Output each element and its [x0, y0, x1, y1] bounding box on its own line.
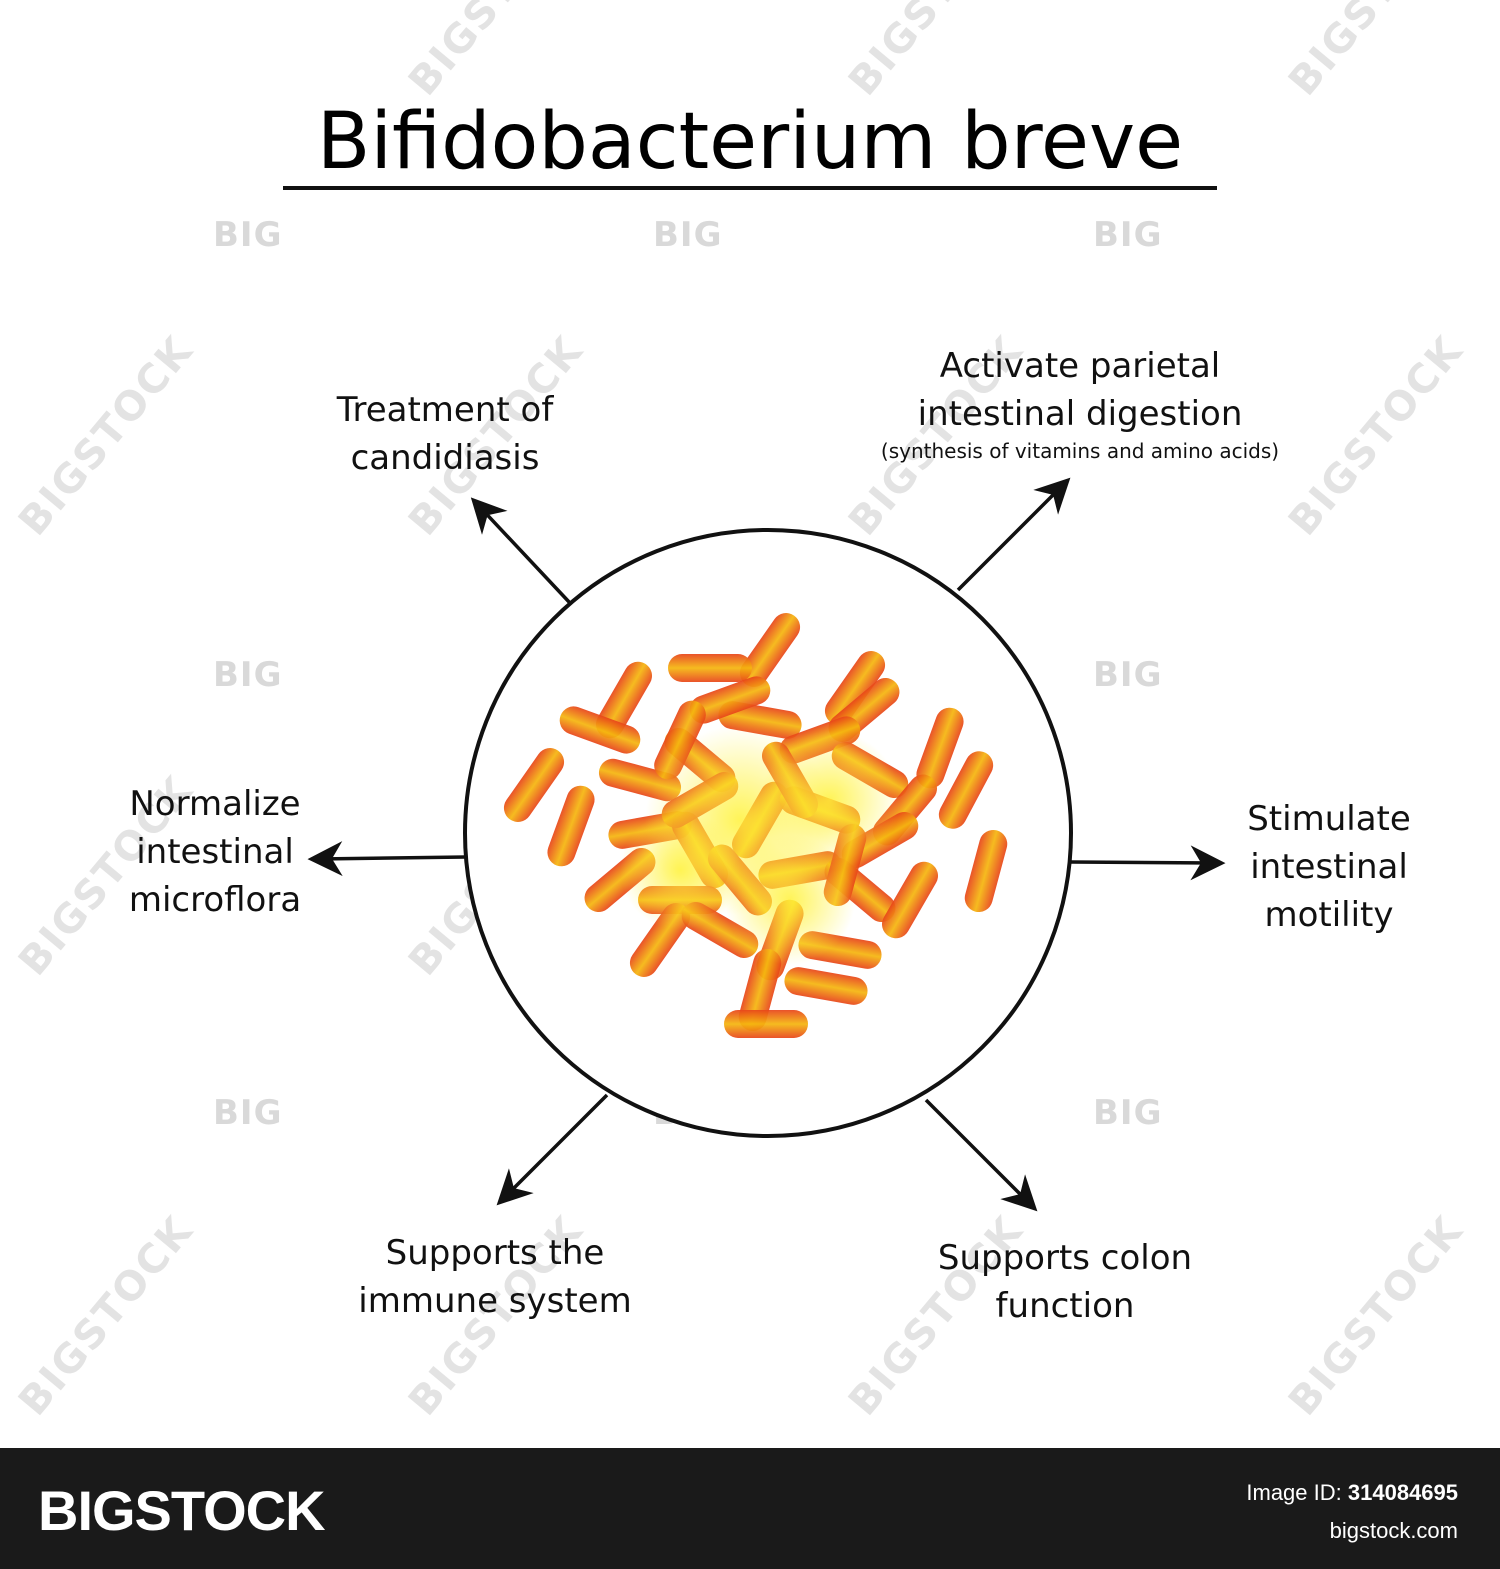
label-immune: Supports the immune system [340, 1229, 650, 1325]
bacterium-rod [503, 748, 565, 822]
image-id-label: Image ID: [1246, 1480, 1342, 1505]
bacterium-rod [739, 613, 801, 687]
bacterium-rod [724, 1010, 808, 1038]
label-line: function [995, 1286, 1135, 1326]
label-line: intestinal [1250, 847, 1408, 887]
watermark-big: BIG [1093, 655, 1163, 695]
arrows-group [307, 477, 1226, 1212]
label-line: Supports the [385, 1233, 605, 1273]
bacterium-rod [689, 676, 771, 724]
label-line: Supports colon [937, 1238, 1193, 1278]
label-line: Activate parietal [939, 346, 1221, 386]
arrow-colon [924, 1098, 1038, 1212]
watermark-big: BIG [1093, 215, 1163, 255]
bacteria-glow [760, 730, 900, 870]
label-line: immune system [358, 1281, 632, 1321]
bacterium-rod [824, 651, 886, 725]
label-line: Normalize [129, 784, 301, 824]
arrow-immune [496, 1093, 609, 1206]
image-id: Image ID: 314084695 [1246, 1480, 1458, 1506]
watermark-big: BIG [213, 655, 283, 695]
label-line: intestinal digestion [917, 394, 1243, 434]
label-line: microflora [128, 880, 302, 920]
title-underline [283, 186, 1217, 190]
bigstock-logo[interactable]: BIGSTOCK [38, 1479, 326, 1542]
label-candidiasis: Treatment of candidiasis [300, 386, 590, 482]
bacterium-rod [964, 829, 1008, 913]
watermark-big: BIG [213, 215, 283, 255]
bacteria-cluster [503, 613, 1008, 1038]
label-motility: Stimulate intestinal motility [1224, 795, 1434, 939]
watermark-big: BIG [213, 1093, 283, 1133]
diagram-canvas [307, 477, 1226, 1212]
label-line: Stimulate [1247, 799, 1411, 839]
bacterium-rod [784, 967, 868, 1005]
label-line: candidiasis [350, 438, 540, 478]
bacterium-rod [938, 751, 994, 829]
watermark-big: BIG [1093, 1093, 1163, 1133]
bacterium-rod [916, 707, 964, 789]
label-microflora: Normalize intestinal microflora [110, 780, 320, 924]
arrow-microflora [307, 841, 467, 877]
bacterium-rod [547, 785, 595, 867]
arrow-candidiasis [470, 497, 572, 605]
arrow-digestion [956, 477, 1071, 592]
label-digestion: Activate parietal intestinal digestion (… [850, 342, 1310, 464]
bacterium-rod [668, 654, 752, 682]
bacterium-rod [882, 861, 938, 939]
label-line: intestinal [136, 832, 294, 872]
label-line: motility [1264, 895, 1394, 935]
arrow-motility [1070, 845, 1226, 881]
site-url[interactable]: bigstock.com [1329, 1518, 1458, 1543]
watermark-big: BIG [653, 215, 723, 255]
bacteria-glow [620, 810, 740, 930]
bacteria-glow [725, 835, 855, 965]
page-title: Bifidobacterium breve [316, 97, 1184, 187]
bacterium-rod [559, 706, 641, 754]
label-colon: Supports colon function [915, 1234, 1215, 1330]
image-id-value: 314084695 [1347, 1480, 1458, 1505]
label-line: Treatment of [336, 390, 554, 430]
label-subtext: (synthesis of vitamins and amino acids) [880, 439, 1280, 463]
footer-bar: BIGSTOCK Image ID: 314084695 bigstock.co… [0, 1448, 1500, 1569]
